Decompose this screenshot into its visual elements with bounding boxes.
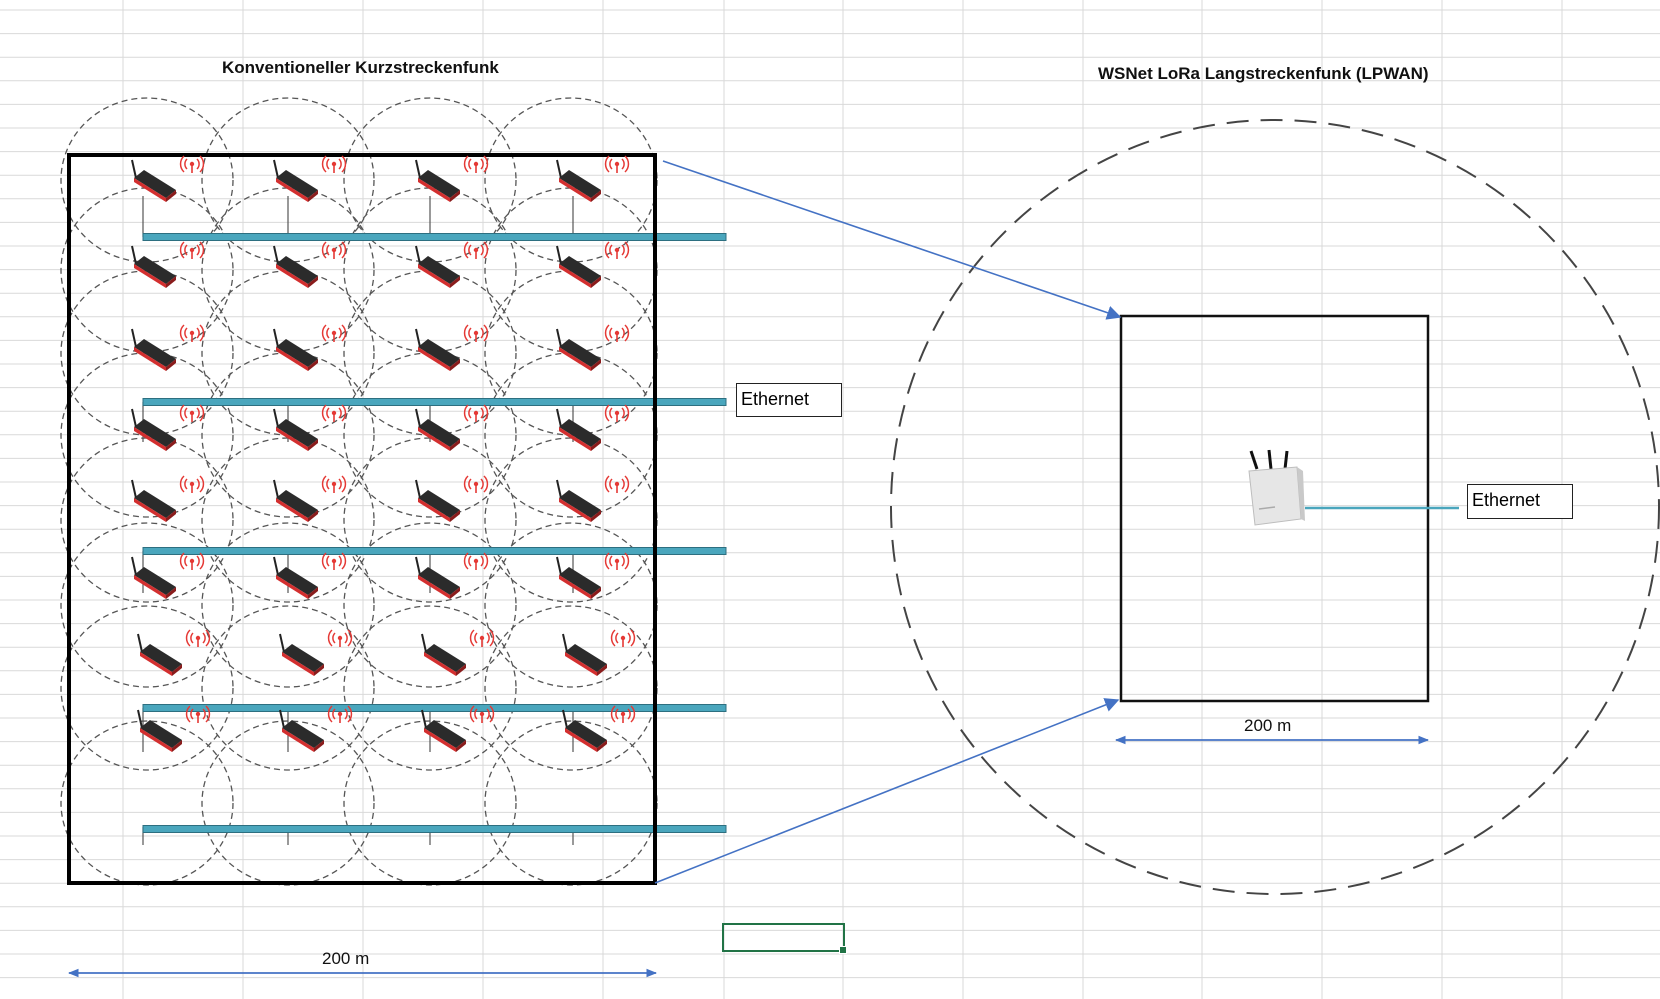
ethernet-bus-lines xyxy=(142,233,727,833)
router-icon xyxy=(279,633,324,676)
ethernet-bus xyxy=(142,704,727,712)
right-ethernet-label: Ethernet xyxy=(1467,484,1573,519)
router-icon xyxy=(415,245,460,288)
router-icon xyxy=(556,556,601,599)
coverage-circle xyxy=(60,605,234,771)
lora-coverage-circle xyxy=(890,119,1660,895)
wifi-signal-icon xyxy=(321,404,347,422)
wifi-signal-icon xyxy=(179,404,205,422)
wifi-signal-icon xyxy=(321,552,347,570)
router-icon xyxy=(131,479,176,522)
router-icon xyxy=(131,328,176,371)
wifi-signal-icon xyxy=(179,155,205,173)
router-icon xyxy=(556,408,601,451)
router-icon xyxy=(415,408,460,451)
coverage-circle xyxy=(60,522,234,688)
wifi-signal-icon xyxy=(321,475,347,493)
coverage-circle xyxy=(201,522,375,688)
wifi-signal-icon xyxy=(179,552,205,570)
wifi-signal-icon xyxy=(610,705,636,723)
router-icon xyxy=(556,245,601,288)
wifi-signal-icon xyxy=(327,629,353,647)
router-icon xyxy=(137,709,182,752)
zoom-arrow-top xyxy=(662,160,1122,320)
left-ethernet-label: Ethernet xyxy=(736,383,842,417)
wifi-signal-icon xyxy=(604,475,630,493)
wifi-signal-icon xyxy=(185,629,211,647)
router-icon xyxy=(131,159,176,202)
ethernet-bus xyxy=(142,398,727,406)
wifi-signal-icon xyxy=(463,404,489,422)
router-icon xyxy=(421,633,466,676)
left-dimension-label: 200 m xyxy=(322,949,370,968)
zoom-arrow-bottom xyxy=(654,698,1120,884)
router-nodes xyxy=(131,155,636,752)
wifi-signal-icon xyxy=(185,705,211,723)
right-panel-title: WSNet LoRa Langstreckenfunk (LPWAN) xyxy=(1098,64,1429,83)
wifi-signal-icon xyxy=(463,552,489,570)
wifi-signal-icon xyxy=(604,404,630,422)
wifi-signal-icon xyxy=(604,155,630,173)
ethernet-bus xyxy=(142,547,727,555)
router-icon xyxy=(415,159,460,202)
coverage-circle xyxy=(201,605,375,771)
router-icon xyxy=(556,159,601,202)
router-icon xyxy=(273,328,318,371)
router-icon xyxy=(562,709,607,752)
coverage-circle xyxy=(484,720,658,886)
wifi-signal-icon xyxy=(179,241,205,259)
left-panel-title: Konventioneller Kurzstreckenfunk xyxy=(222,58,499,77)
wifi-signal-icon xyxy=(321,155,347,173)
ethernet-bus xyxy=(142,825,727,833)
wifi-signal-icon xyxy=(604,241,630,259)
wifi-signal-icon xyxy=(321,324,347,342)
router-icon xyxy=(421,709,466,752)
coverage-circle xyxy=(343,605,517,771)
router-icon xyxy=(131,556,176,599)
router-icon xyxy=(556,479,601,522)
wifi-signal-icon xyxy=(469,705,495,723)
router-icon xyxy=(273,245,318,288)
wifi-signal-icon xyxy=(463,155,489,173)
wifi-signal-icon xyxy=(604,552,630,570)
wifi-signal-icon xyxy=(179,475,205,493)
router-icon xyxy=(279,709,324,752)
wifi-signal-icon xyxy=(463,475,489,493)
wifi-signal-icon xyxy=(469,629,495,647)
router-icon xyxy=(273,159,318,202)
wifi-signal-icon xyxy=(463,324,489,342)
wifi-signal-icon xyxy=(604,324,630,342)
router-icon xyxy=(137,633,182,676)
wifi-signal-icon xyxy=(463,241,489,259)
right-dimension-label: 200 m xyxy=(1244,716,1292,735)
selected-cell[interactable] xyxy=(722,923,847,954)
wifi-signal-icon xyxy=(327,705,353,723)
wifi-signal-icon xyxy=(321,241,347,259)
router-icon xyxy=(556,328,601,371)
router-icon xyxy=(273,408,318,451)
router-icon xyxy=(562,633,607,676)
gateway-icon xyxy=(1248,449,1305,526)
router-icon xyxy=(131,245,176,288)
router-icon xyxy=(273,556,318,599)
coverage-circle xyxy=(343,522,517,688)
router-icon xyxy=(415,328,460,371)
wifi-signal-icon xyxy=(610,629,636,647)
wifi-signal-icon xyxy=(179,324,205,342)
coverage-circle xyxy=(60,720,234,886)
ethernet-drop-lines xyxy=(142,196,574,845)
router-icon xyxy=(273,479,318,522)
ethernet-bus xyxy=(142,233,727,241)
router-icon xyxy=(415,479,460,522)
left-area-frame xyxy=(67,153,657,885)
router-icon xyxy=(131,408,176,451)
router-icon xyxy=(415,556,460,599)
